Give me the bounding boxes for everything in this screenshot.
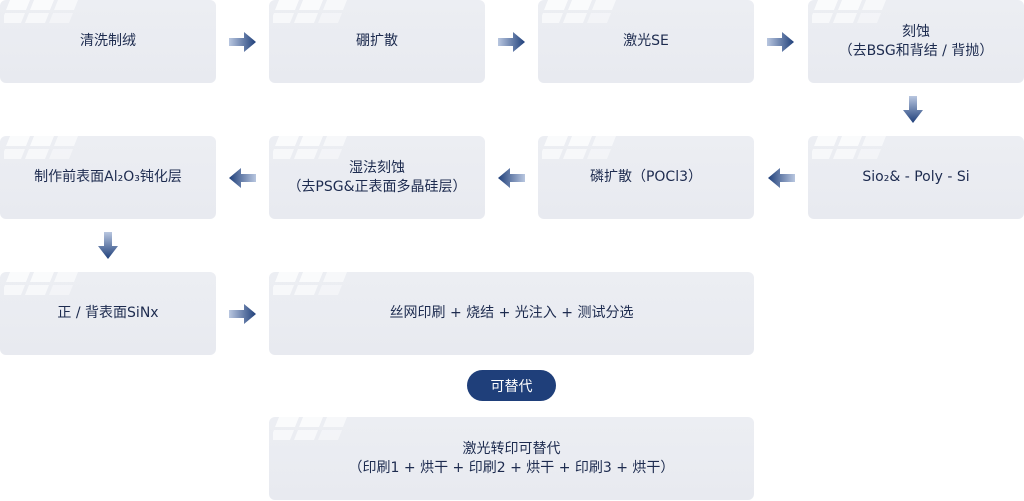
arrow-right-icon xyxy=(767,32,794,52)
step-wet-etching-box: 湿法刻蚀 （去PSG&正表面多晶硅层） xyxy=(269,136,485,219)
grid-decoration-icon xyxy=(273,0,353,34)
step-cleaning-box: 清洗制绒 xyxy=(0,0,216,83)
step-label: 正 / 背表面SiNx xyxy=(57,305,159,321)
grid-decoration-icon xyxy=(542,0,622,34)
step-label: 制作前表面Al₂O₃钝化层 xyxy=(34,169,182,185)
arrow-right-icon xyxy=(229,32,256,52)
alternative-badge: 可替代 xyxy=(467,370,556,401)
arrow-left-icon xyxy=(229,168,256,188)
arrow-left-icon xyxy=(768,168,795,188)
step-phosphorus-diffusion-box: 磷扩散（POCl3） xyxy=(538,136,754,219)
grid-decoration-icon xyxy=(542,136,622,170)
grid-decoration-icon xyxy=(4,272,84,306)
step-sio2-poly-si-box: Sio₂& - Poly - Si xyxy=(808,136,1024,219)
step-label: 激光转印可替代 （印刷1 + 烘干 + 印刷2 + 烘干 + 印刷3 + 烘干） xyxy=(348,440,675,476)
grid-decoration-icon xyxy=(4,0,84,34)
step-label: 湿法刻蚀 （去PSG&正表面多晶硅层） xyxy=(287,159,467,195)
step-laser-transfer-box: 激光转印可替代 （印刷1 + 烘干 + 印刷2 + 烘干 + 印刷3 + 烘干） xyxy=(269,417,754,500)
step-label: 丝网印刷 + 烧结 + 光注入 + 测试分选 xyxy=(389,305,634,321)
arrow-down-icon xyxy=(903,96,923,123)
step-laser-se-box: 激光SE xyxy=(538,0,754,83)
step-sinx-box: 正 / 背表面SiNx xyxy=(0,272,216,355)
arrow-down-icon xyxy=(98,232,118,259)
step-front-passivation-box: 制作前表面Al₂O₃钝化层 xyxy=(0,136,216,219)
step-label: 清洗制绒 xyxy=(80,33,136,49)
arrow-right-icon xyxy=(229,304,256,324)
grid-decoration-icon xyxy=(273,272,353,306)
step-label: 磷扩散（POCl3） xyxy=(589,169,703,185)
step-label: 刻蚀 （去BSG和背结 / 背抛） xyxy=(838,23,994,59)
step-boron-diffusion-box: 硼扩散 xyxy=(269,0,485,83)
arrow-right-icon xyxy=(498,32,525,52)
grid-decoration-icon xyxy=(273,417,353,451)
grid-decoration-icon xyxy=(4,136,84,170)
step-print-sinter-box: 丝网印刷 + 烧结 + 光注入 + 测试分选 xyxy=(269,272,754,355)
step-etching-box: 刻蚀 （去BSG和背结 / 背抛） xyxy=(808,0,1024,83)
arrow-left-icon xyxy=(498,168,525,188)
grid-decoration-icon xyxy=(812,136,892,170)
step-label: Sio₂& - Poly - Si xyxy=(862,169,970,185)
step-label: 激光SE xyxy=(623,33,669,49)
step-label: 硼扩散 xyxy=(356,33,398,49)
